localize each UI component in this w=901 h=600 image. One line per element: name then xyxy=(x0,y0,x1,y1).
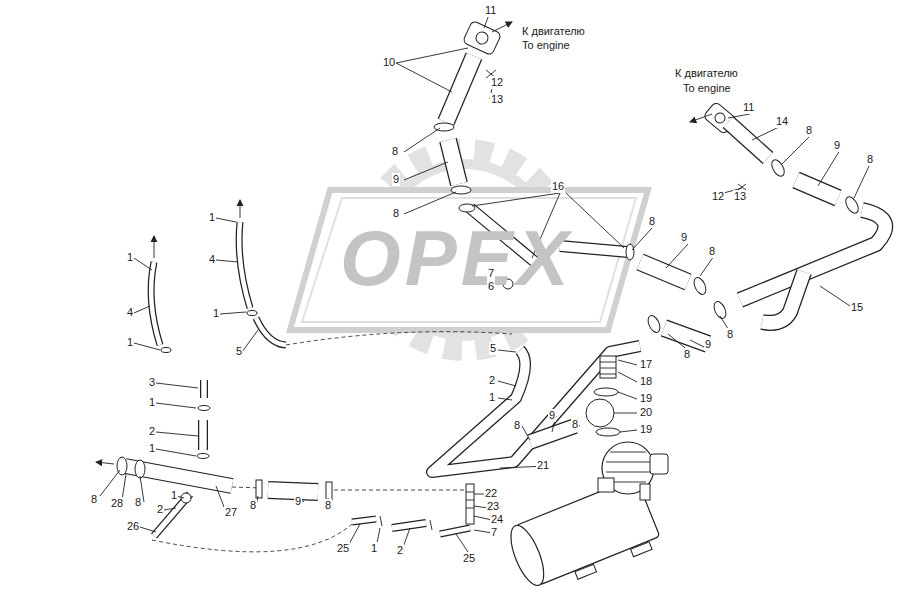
callout-number: 2 xyxy=(156,503,164,516)
callout-number: 24 xyxy=(490,513,504,526)
callout-number: 1 xyxy=(148,442,156,455)
callout-number: 20 xyxy=(639,406,653,419)
callout-number: 1 xyxy=(370,542,378,555)
note-label: К двигателю xyxy=(674,67,739,80)
callout-number: 13 xyxy=(733,190,747,203)
callout-number: 7 xyxy=(487,267,495,280)
callout-number: 14 xyxy=(775,115,789,128)
callout-number: 8 xyxy=(134,496,142,509)
callout-number: 27 xyxy=(224,506,238,519)
callout-number: 4 xyxy=(126,306,134,319)
callout-number: 8 xyxy=(90,493,98,506)
callout-number: 8 xyxy=(513,419,521,432)
callout-number: 16 xyxy=(551,180,565,193)
callout-number: 9 xyxy=(294,495,302,508)
callout-number: 6 xyxy=(487,280,495,293)
callout-number: 2 xyxy=(148,425,156,438)
callout-number: 1 xyxy=(148,396,156,409)
callout-number: 1 xyxy=(126,336,134,349)
callout-number: 28 xyxy=(110,497,124,510)
callout-number: 8 xyxy=(392,207,400,220)
callout-number: 9 xyxy=(548,409,556,422)
callout-number: 5 xyxy=(235,345,243,358)
callout-number: 2 xyxy=(396,544,404,557)
callout-number: 8 xyxy=(324,499,332,512)
callout-number: 8 xyxy=(805,124,813,137)
note-label: К двигателю xyxy=(521,25,586,38)
callout-number: 13 xyxy=(490,93,504,106)
exhaust-pipe xyxy=(96,457,470,552)
callout-number: 8 xyxy=(249,499,257,512)
callout-number: 1 xyxy=(126,251,134,264)
callout-number: 9 xyxy=(392,173,400,186)
callout-number: 1 xyxy=(488,391,496,404)
callout-number: 1 xyxy=(212,307,220,320)
callout-number: 9 xyxy=(704,338,712,351)
leader-lines xyxy=(100,12,870,558)
callout-number: 3 xyxy=(148,376,156,389)
callout-number: 18 xyxy=(639,375,653,388)
callout-number: 11 xyxy=(484,4,497,17)
callout-number: 9 xyxy=(680,231,688,244)
watermark-gear xyxy=(290,150,648,350)
callout-number: 2 xyxy=(488,374,496,387)
callout-number: 1 xyxy=(170,489,178,502)
callout-number: 8 xyxy=(391,145,399,158)
callout-number: 9 xyxy=(833,139,841,152)
callout-number: 23 xyxy=(486,500,500,513)
callout-number: 7 xyxy=(490,526,498,539)
callout-number: 8 xyxy=(708,245,716,258)
callout-number: 21 xyxy=(536,459,550,472)
callout-number: 8 xyxy=(571,418,579,431)
callout-number: 19 xyxy=(639,392,653,405)
callout-number: 10 xyxy=(382,56,396,69)
callout-number: 19 xyxy=(639,423,653,436)
callout-number: 17 xyxy=(639,358,653,371)
callout-number: 22 xyxy=(484,487,498,500)
callout-number: 1 xyxy=(208,211,216,224)
callout-number: 8 xyxy=(866,153,874,166)
direction-arrow xyxy=(492,22,512,32)
watermark: OPEX xyxy=(340,218,573,298)
callout-number: 25 xyxy=(462,552,476,565)
callout-number: 8 xyxy=(726,328,734,341)
callout-number: 26 xyxy=(126,520,140,533)
callout-number: 15 xyxy=(850,301,864,314)
note-label: To engine xyxy=(521,39,571,52)
note-label: To engine xyxy=(682,82,732,95)
callout-number: 25 xyxy=(336,542,350,555)
callout-number: 5 xyxy=(489,342,497,355)
callout-number: 8 xyxy=(648,215,656,228)
heater-unit xyxy=(504,442,668,598)
callout-number: 12 xyxy=(711,190,725,203)
direction-arrow xyxy=(690,114,712,122)
callout-number: 11 xyxy=(742,101,755,114)
callout-number: 4 xyxy=(208,253,216,266)
callout-number: 8 xyxy=(683,348,691,361)
callout-number: 12 xyxy=(490,76,504,89)
exhaust-pipe xyxy=(640,101,885,344)
